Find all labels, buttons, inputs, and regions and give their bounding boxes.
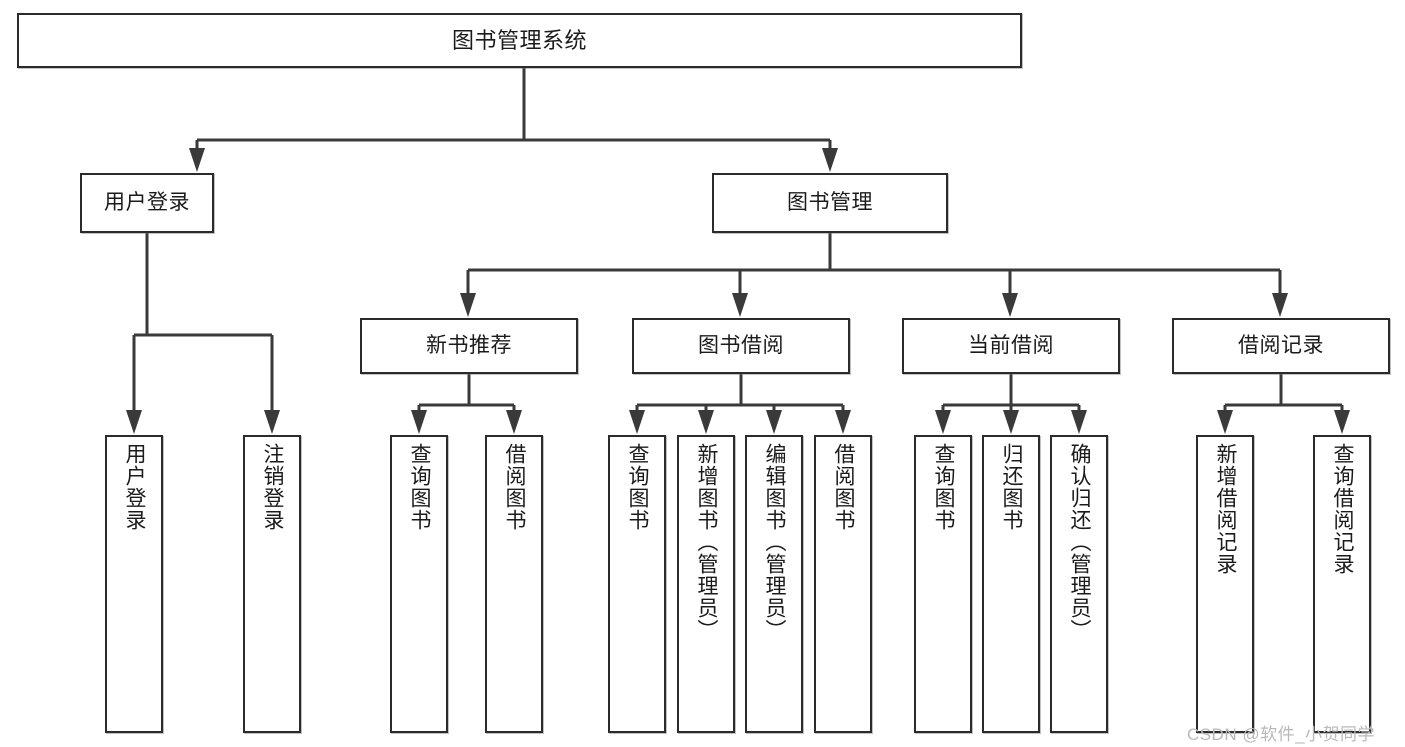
node-label: 借阅记录 (1238, 333, 1324, 357)
node-leaf-query-book-1[interactable]: 查询图书 (390, 435, 448, 733)
node-label: 查询借阅记录 (1331, 443, 1355, 575)
node-label: 当前借阅 (968, 333, 1054, 357)
node-leaf-query-record[interactable]: 查询借阅记录 (1313, 435, 1371, 733)
node-leaf-user-logout[interactable]: 注销登录 (243, 435, 301, 733)
borrow-to-leaves-arrowhead (766, 410, 782, 434)
node-leaf-add-book[interactable]: 新增图书（管理员） (677, 435, 735, 733)
node-leaf-user-login[interactable]: 用户登录 (105, 435, 163, 733)
current-to-leaves-arrowhead (1071, 410, 1087, 434)
node-label: 图书管理 (787, 190, 873, 214)
borrow-to-leaves-arrowhead (629, 410, 645, 434)
root-to-level1-arrowhead (189, 148, 205, 172)
node-leaf-add-record[interactable]: 新增借阅记录 (1196, 435, 1254, 733)
node-book-borrow[interactable]: 图书借阅 (632, 318, 850, 374)
node-leaf-query-book-2[interactable]: 查询图书 (608, 435, 666, 733)
root-to-level1-arrowhead (822, 148, 838, 172)
node-user-login[interactable]: 用户登录 (80, 173, 214, 233)
book-manage-to-level2-arrowhead (1272, 293, 1288, 317)
node-leaf-borrow-book-2[interactable]: 借阅图书 (814, 435, 872, 733)
user-login-to-leaves-arrowhead (126, 410, 142, 434)
node-root[interactable]: 图书管理系统 (17, 13, 1022, 68)
node-leaf-confirm-return[interactable]: 确认归还（管理员） (1050, 435, 1108, 733)
book-manage-to-level2-arrowhead (460, 293, 476, 317)
watermark-text: CSDN @软件_小贺同学 (1186, 725, 1376, 744)
node-leaf-query-book-3[interactable]: 查询图书 (914, 435, 972, 733)
node-label: 查询图书 (626, 443, 650, 531)
node-label: 查询图书 (932, 443, 956, 531)
node-borrow-record[interactable]: 借阅记录 (1172, 318, 1390, 374)
recommend-to-leaves-arrowhead (411, 410, 427, 434)
node-current-borrow[interactable]: 当前借阅 (902, 318, 1120, 374)
recommend-to-leaves-arrowhead (506, 410, 522, 434)
node-label: 归还图书 (1000, 443, 1024, 531)
current-to-leaves-arrowhead (1003, 410, 1019, 434)
node-label: 新书推荐 (426, 333, 512, 357)
node-label: 新增图书（管理员） (695, 443, 719, 641)
node-label: 用户登录 (123, 443, 147, 531)
node-label: 确认归还（管理员） (1068, 443, 1092, 641)
borrow-to-leaves-arrowhead (835, 410, 851, 434)
record-to-leaves-arrowhead (1334, 410, 1350, 434)
node-label: 借阅图书 (503, 443, 527, 531)
user-login-to-leaves-arrowhead (264, 410, 280, 434)
node-label: 注销登录 (261, 443, 285, 531)
borrow-to-leaves-arrowhead (698, 410, 714, 434)
node-book-manage[interactable]: 图书管理 (712, 173, 948, 233)
node-label: 新增借阅记录 (1214, 443, 1238, 575)
book-manage-to-level2-arrowhead (1002, 293, 1018, 317)
node-label: 借阅图书 (832, 443, 856, 531)
node-label: 编辑图书（管理员） (763, 443, 787, 641)
node-label: 用户登录 (104, 190, 190, 214)
node-leaf-borrow-book-1[interactable]: 借阅图书 (485, 435, 543, 733)
node-label: 图书管理系统 (451, 27, 587, 53)
record-to-leaves-arrowhead (1217, 410, 1233, 434)
node-label: 图书借阅 (698, 333, 784, 357)
node-leaf-edit-book[interactable]: 编辑图书（管理员） (745, 435, 803, 733)
node-label: 查询图书 (408, 443, 432, 531)
book-manage-to-level2-arrowhead (732, 293, 748, 317)
node-new-book-recommend[interactable]: 新书推荐 (360, 318, 578, 374)
current-to-leaves-arrowhead (935, 410, 951, 434)
node-leaf-return-book[interactable]: 归还图书 (982, 435, 1040, 733)
